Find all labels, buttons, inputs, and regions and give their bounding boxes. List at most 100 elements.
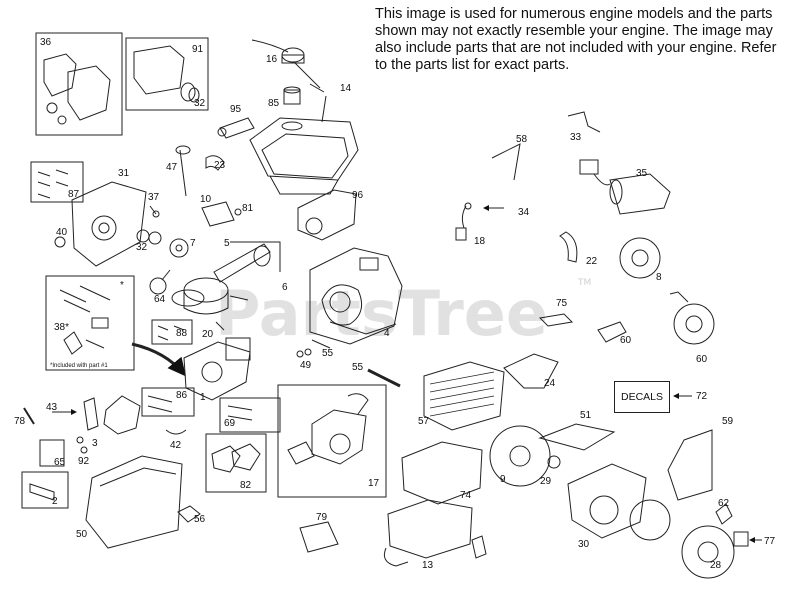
- pushrod-43[interactable]: [83, 397, 99, 431]
- deflector-24[interactable]: [503, 353, 559, 389]
- bolts-box-86[interactable]: [141, 387, 195, 417]
- clip-23[interactable]: [205, 155, 225, 171]
- bracket-58[interactable]: [491, 143, 521, 181]
- inset-pointer-arrow: [131, 342, 186, 377]
- leader-14a: [293, 61, 321, 89]
- callout-16: 16: [266, 54, 278, 65]
- callout-96: 96: [352, 190, 364, 201]
- muffler-13[interactable]: [387, 499, 473, 559]
- parts-box-2[interactable]: [21, 471, 69, 509]
- bolt-55b[interactable]: [367, 368, 401, 388]
- callout-60a: 60: [620, 335, 632, 346]
- bracket-79[interactable]: [299, 521, 339, 553]
- callout-81: 81: [242, 203, 254, 214]
- bracket-56[interactable]: [177, 505, 201, 523]
- bracket-22[interactable]: [559, 231, 578, 263]
- panel-59[interactable]: [667, 429, 713, 501]
- dipstick-47[interactable]: [179, 149, 187, 197]
- bracket-33[interactable]: [567, 111, 601, 133]
- stator-60[interactable]: [673, 303, 715, 345]
- callout-40: 40: [56, 227, 68, 238]
- bolt-55a[interactable]: [311, 339, 331, 349]
- callout-60b: 60: [696, 354, 708, 365]
- recoil-starter-28[interactable]: [681, 525, 735, 579]
- decals-box[interactable]: DECALS: [614, 381, 670, 413]
- bearing-32[interactable]: [136, 229, 150, 243]
- fastener-92[interactable]: [76, 436, 84, 444]
- callout-95: 95: [230, 104, 242, 115]
- callout-3: 3: [92, 438, 98, 449]
- gasket-box-82[interactable]: [205, 433, 267, 493]
- callout-74: 74: [460, 490, 472, 501]
- callout-35: 35: [636, 168, 648, 179]
- fan-9[interactable]: [489, 425, 551, 487]
- governor-10[interactable]: [201, 201, 235, 227]
- callout-47: 47: [166, 162, 178, 173]
- crankcase-cover-31[interactable]: [71, 181, 147, 267]
- callout-7: 7: [190, 238, 196, 249]
- solenoid: [579, 159, 599, 175]
- camshaft-64[interactable]: [149, 277, 167, 295]
- gasket-kit-box-36[interactable]: [35, 32, 123, 136]
- callout-91: 91: [192, 44, 204, 55]
- bolts-box-87[interactable]: [30, 161, 84, 203]
- nut-29[interactable]: [547, 455, 561, 469]
- inset-box-38[interactable]: [45, 275, 135, 371]
- plate-51[interactable]: [538, 423, 616, 451]
- gear-7[interactable]: [169, 238, 189, 258]
- fuel-valve-95[interactable]: [219, 117, 255, 139]
- bolts-box-69[interactable]: [219, 397, 281, 433]
- callout-20: 20: [202, 329, 214, 340]
- pin-81[interactable]: [234, 208, 242, 216]
- callout-24: 24: [544, 378, 556, 389]
- callout-9: 9: [500, 474, 506, 485]
- gasket-36a: [43, 53, 77, 97]
- callout-55a: 55: [322, 348, 334, 359]
- muffler-74[interactable]: [401, 441, 483, 505]
- engine-block-4[interactable]: [309, 247, 403, 345]
- switch-18[interactable]: [455, 227, 467, 241]
- handle-62[interactable]: [715, 503, 733, 525]
- gasket-36b: [67, 65, 111, 121]
- callout-55b: 55: [352, 362, 364, 373]
- dowel-20[interactable]: [215, 321, 225, 331]
- wire-34[interactable]: [461, 205, 467, 229]
- flywheel-8[interactable]: [619, 237, 661, 279]
- carburetor-17: [311, 409, 367, 465]
- bracket-75[interactable]: [538, 313, 574, 327]
- spring-78[interactable]: [23, 407, 35, 425]
- callout-6: 6: [282, 282, 288, 293]
- callout-79: 79: [316, 512, 328, 523]
- callout-labels: 36 91 32 16 14 85 95 31 87 47 23 37 10 8…: [14, 37, 776, 571]
- callout-37: 37: [148, 192, 160, 203]
- carburetor-box-17[interactable]: [277, 384, 387, 498]
- parts-box-65[interactable]: [39, 439, 65, 467]
- callout-29: 29: [540, 476, 552, 487]
- sensor-37[interactable]: [149, 205, 157, 215]
- wire-60a[interactable]: [597, 321, 627, 343]
- callout-31: 31: [118, 168, 130, 179]
- muffler-guard-57[interactable]: [423, 361, 505, 431]
- fuel-strainer-85[interactable]: [283, 89, 301, 105]
- connecting-rod-5[interactable]: [213, 243, 271, 283]
- recoil-housing-30[interactable]: [567, 463, 647, 539]
- starter-96[interactable]: [297, 189, 357, 241]
- gasket-kit-box-91[interactable]: [125, 37, 209, 111]
- washer-49[interactable]: [296, 350, 304, 358]
- fuel-tank-14[interactable]: [249, 117, 359, 181]
- callout-1: 1: [200, 392, 206, 403]
- electric-starter-35[interactable]: [609, 173, 671, 215]
- gasket-3[interactable]: [103, 395, 141, 435]
- clip-42[interactable]: [165, 429, 187, 435]
- callout-4: 4: [384, 328, 390, 339]
- decal-77[interactable]: [733, 531, 749, 547]
- callout-86: 86: [176, 390, 188, 401]
- callout-36: 36: [40, 37, 52, 48]
- blower-housing-50[interactable]: [85, 455, 183, 549]
- callout-87: 87: [68, 189, 80, 200]
- callout-32a: 32: [194, 98, 206, 109]
- callout-38-star: *: [120, 280, 124, 291]
- bolts-box-88[interactable]: [151, 319, 193, 345]
- callout-5: 5: [224, 238, 230, 249]
